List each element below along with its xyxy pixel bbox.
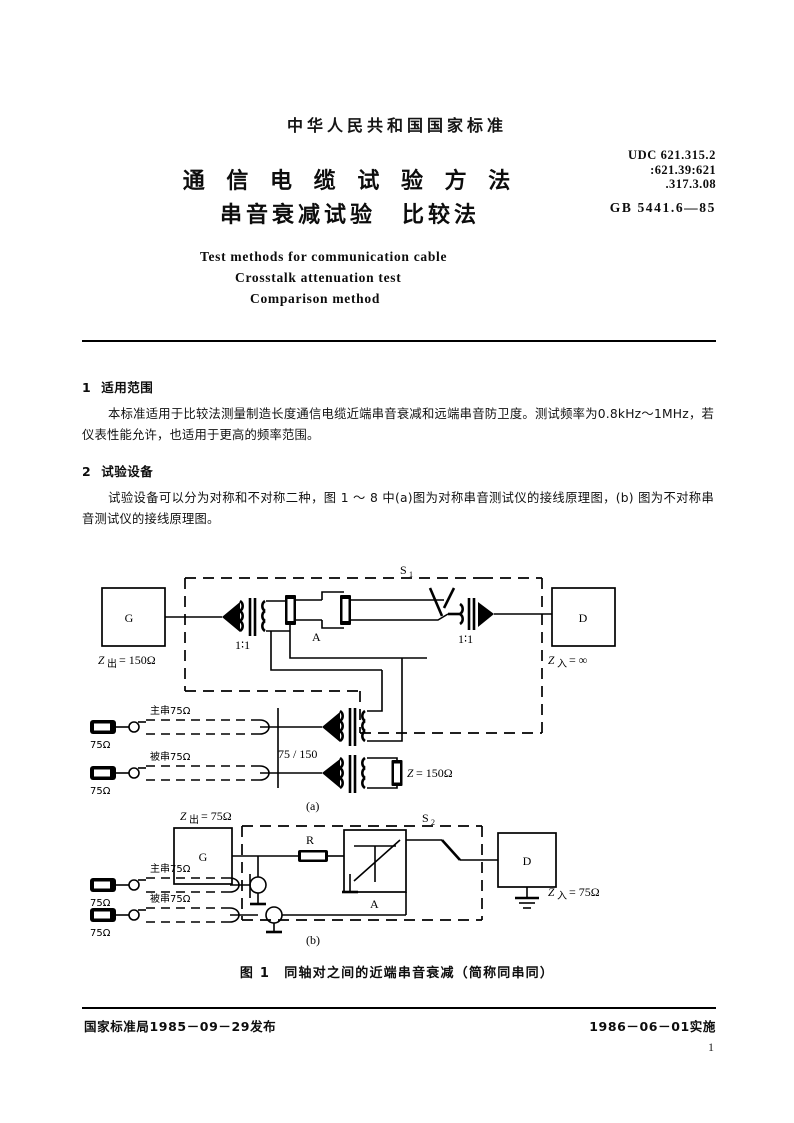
- title-line-2: 串音衰减试验 比较法: [219, 203, 480, 228]
- issuing-organization: 中华人民共和国国家标准: [286, 116, 507, 135]
- diagram-b-subcaption: (b): [306, 933, 320, 947]
- diagram-a-transformer-ratio-1: 1∶1: [235, 638, 250, 652]
- svg-text:= 75Ω: = 75Ω: [569, 885, 600, 899]
- diagram-a-detector-box: [551, 587, 616, 647]
- diagram-a-detector-label: D: [579, 611, 588, 625]
- title-line-1: 通 信 电 缆 试 验 方 法: [182, 169, 518, 194]
- title-divider: [82, 340, 716, 342]
- udc-line-3: .317.3.08: [665, 177, 716, 191]
- footer-issued-date: 国家标准局1985－09－29发布: [84, 1019, 277, 1034]
- svg-text:入: 入: [557, 659, 567, 670]
- diagram-a-switch-label: S: [400, 563, 407, 577]
- svg-text:1: 1: [409, 570, 413, 579]
- diagram-a-subcaption: (a): [306, 799, 319, 813]
- diagram-a-cable-main-label: 主串75Ω: [150, 705, 191, 717]
- svg-text:2: 2: [431, 818, 435, 827]
- section-2-number: 2: [82, 464, 92, 479]
- english-title-line-1: Test methods for communication cable: [200, 249, 448, 264]
- diagram-a-terminating-impedance: Z: [407, 768, 414, 780]
- diagram-b-generator-box: [173, 827, 233, 885]
- section-1-heading: 1 适用范围: [82, 377, 153, 396]
- section-2-heading: 2 试验设备: [82, 461, 153, 480]
- diagram-a-transformer-ratio-2: 1∶1: [458, 632, 473, 646]
- udc-line-2: :621.39:621: [650, 162, 716, 177]
- page-number: 1: [708, 1040, 714, 1054]
- diagram-a-detector-impedance: Z: [548, 655, 555, 667]
- svg-text:= ∞: = ∞: [569, 653, 587, 667]
- svg-text:入: 入: [557, 891, 567, 902]
- udc-line-1: UDC 621.315.2: [627, 148, 716, 162]
- section-1-number: 1: [82, 380, 92, 395]
- svg-text:= 150Ω: = 150Ω: [416, 766, 453, 780]
- diagram-b-detector-label: D: [523, 854, 532, 868]
- diagram-a-generator-impedance: Z: [98, 655, 105, 667]
- section-1-title: 适用范围: [101, 380, 154, 395]
- svg-text:= 150Ω: = 150Ω: [119, 653, 156, 667]
- section-2-paragraph: 试验设备可以分为对称和不对称二种，图 1 ～ 8 中(a)图为对称串音测试仪的接…: [82, 491, 714, 526]
- diagram-a-load-main-label: 75Ω: [90, 740, 111, 751]
- diagram-b-attenuator-label: A: [370, 897, 379, 911]
- diagram-b-generator-label: G: [199, 850, 208, 864]
- figure-1-diagram: .ln { stroke:#000; stroke-width:1.6; fil…: [82, 548, 714, 948]
- diagram-b-load-disturbed-label: 75Ω: [90, 928, 111, 939]
- diagram-a-attenuator-label: A: [312, 630, 321, 644]
- english-title-line-3: Comparison method: [250, 291, 381, 306]
- diagram-b-cable-disturbed-label: 被串75Ω: [150, 892, 191, 905]
- section-2-title: 试验设备: [101, 464, 154, 479]
- diagram-a-cable-disturbed-label: 被串75Ω: [150, 750, 191, 763]
- diagram-a-generator-box: [101, 587, 166, 647]
- diagram-b-cable-main-label: 主串75Ω: [150, 863, 191, 875]
- diagram-b-generator-impedance: Z: [180, 811, 187, 823]
- footer-effective-date: 1986－06－01实施: [589, 1019, 716, 1034]
- svg-text:出: 出: [107, 657, 117, 670]
- diagram-a-load-disturbed-label: 75Ω: [90, 786, 111, 797]
- diagram-b-load-main-label: 75Ω: [90, 898, 111, 909]
- diagram-b-switch-label: S: [422, 811, 429, 825]
- standard-number: GB 5441.6—85: [609, 199, 716, 215]
- figure-caption: 图 1 同轴对之间的近端串音衰减（简称同串同）: [239, 966, 555, 981]
- diagram-a-transformer-ratio-3: 75 / 150: [278, 747, 317, 761]
- diagram-a-generator-label: G: [125, 611, 134, 625]
- footer-divider: [82, 1007, 716, 1009]
- svg-text:= 75Ω: = 75Ω: [201, 809, 232, 823]
- standard-code-block: UDC 621.315.2 :621.39:621 .317.3.08 GB 5…: [610, 148, 716, 215]
- page-title: 通 信 电 缆 试 验 方 法 串音衰减试验 比较法: [140, 165, 560, 233]
- diagram-b-detector-impedance: Z: [548, 887, 555, 899]
- svg-text:出: 出: [189, 813, 199, 826]
- english-title-line-2: Crosstalk attenuation test: [235, 270, 402, 285]
- section-1-paragraph: 本标准适用于比较法测量制造长度通信电缆近端串音衰减和远端串音防卫度。测试频率为0…: [82, 407, 714, 442]
- english-title: Test methods for communication cable Cro…: [150, 246, 550, 309]
- diagram-b-resistor-label: R: [306, 833, 314, 847]
